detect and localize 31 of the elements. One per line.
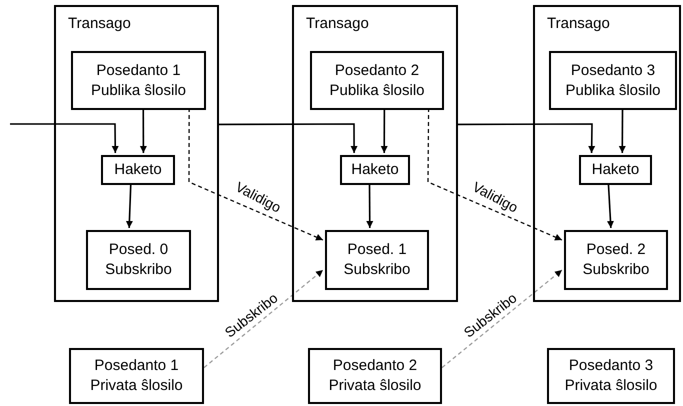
arrow (380, 108, 388, 153)
arrow (126, 182, 133, 228)
arrow (10, 123, 119, 153)
arrow (219, 123, 358, 153)
container-box (54, 5, 219, 302)
container-title: Transago (306, 15, 369, 33)
arrow (188, 108, 324, 241)
container-box (292, 5, 458, 302)
arrow (140, 108, 147, 153)
arrow (366, 183, 374, 228)
arrow (427, 108, 562, 241)
process-box: Posed. 2 Subskribo (564, 230, 668, 290)
process-box: Posedanto 3 Privata ŝlosilo (547, 348, 675, 404)
process-box: Posedanto 2 Privata ŝlosilo (308, 348, 442, 404)
arrow (442, 270, 562, 368)
arrow (618, 108, 626, 153)
process-box: Posedanto 3 Publika ŝlosilo (549, 51, 677, 110)
process-box: Posedanto 1 Publika ŝlosilo (71, 51, 206, 110)
process-box: Haketo (579, 155, 652, 185)
process-box: Haketo (101, 155, 175, 185)
container-title: Transago (547, 15, 610, 33)
container-title: Transago (68, 15, 131, 33)
process-box: Posedanto 2 Publika ŝlosilo (310, 51, 444, 110)
process-box: Haketo (340, 155, 410, 185)
arrow (458, 123, 596, 154)
process-box: Posed. 0 Subskribo (86, 230, 191, 290)
container-box (533, 5, 681, 302)
process-box: Posed. 1 Subskribo (325, 230, 429, 290)
process-box: Posedanto 1 Privata ŝlosilo (69, 348, 204, 404)
arrow (607, 182, 614, 228)
arrow (204, 270, 324, 368)
